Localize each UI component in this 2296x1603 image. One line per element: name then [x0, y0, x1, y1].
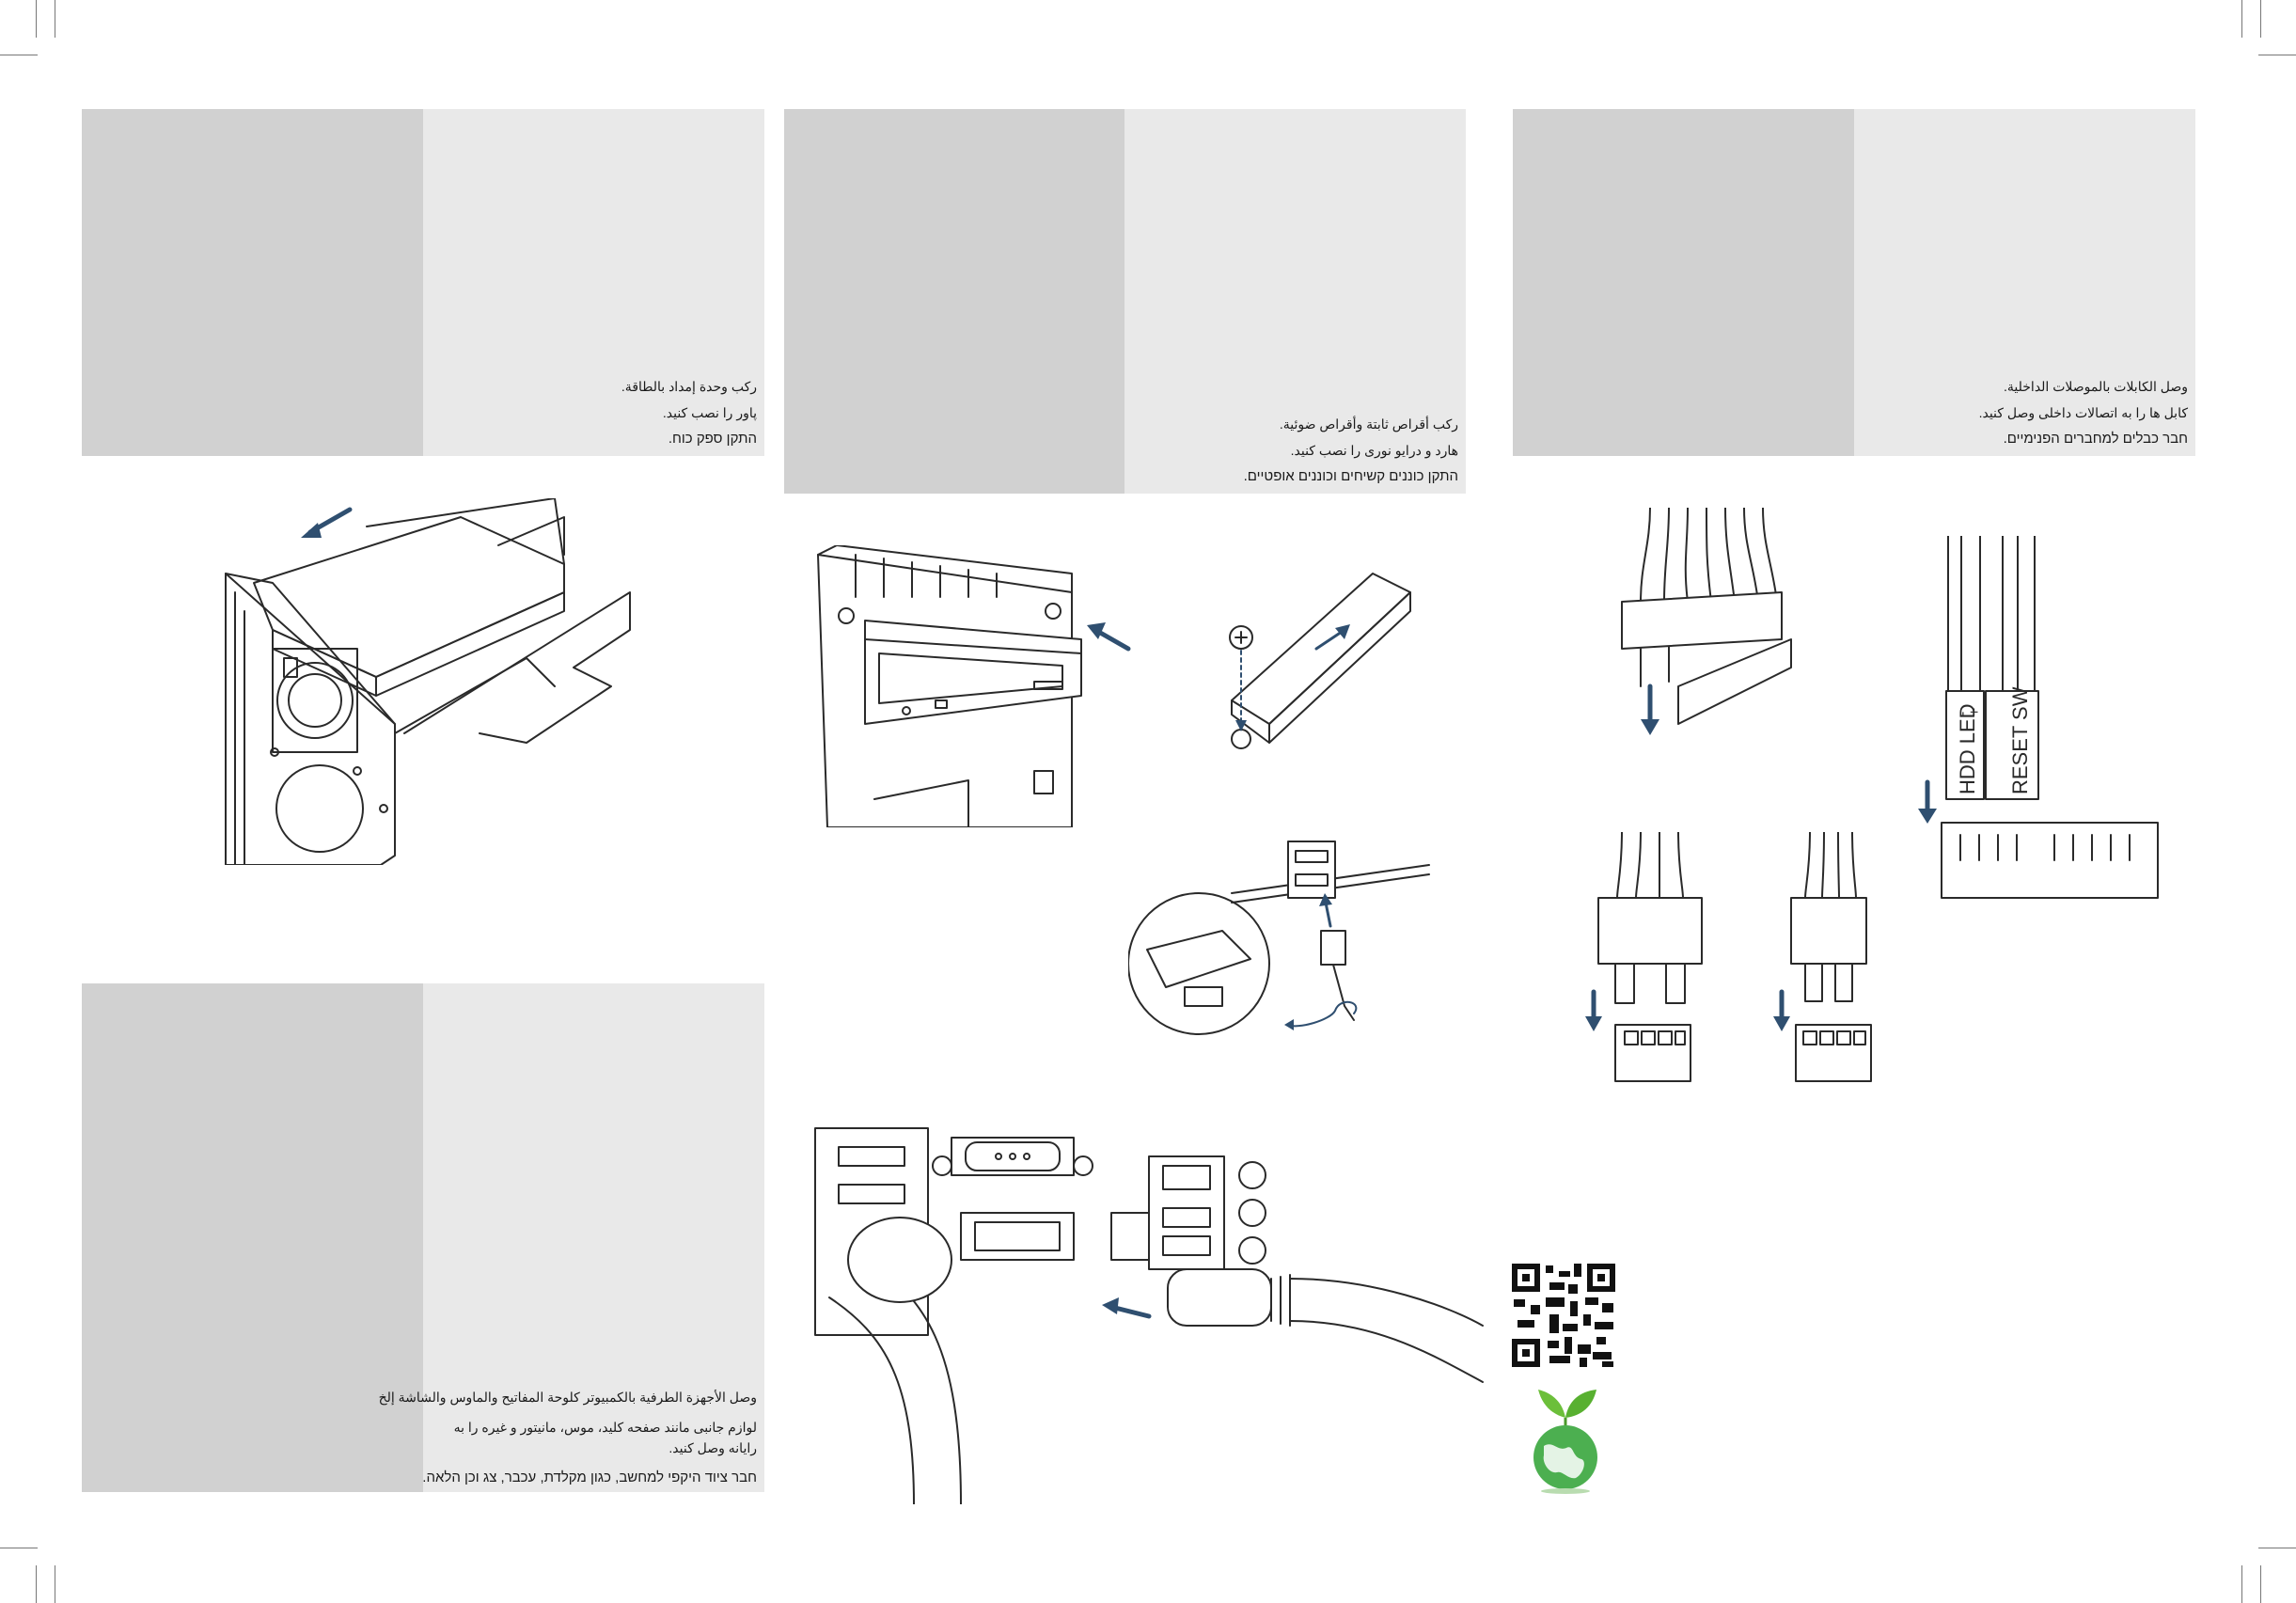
m2-ssd-illustration — [1213, 564, 1448, 752]
rear-io-illustration — [810, 1119, 1487, 1504]
panel-connect-cables: وصل الكابلات بالموصلات الداخلية. کابل ها… — [1513, 109, 2195, 456]
instruction-line-fa: پاور را نصب کنید. — [662, 405, 757, 420]
cpu-4pin-illustration — [1768, 832, 1890, 1086]
instruction-line-ar: ركب أقراص ثابتة وأقراص ضوئية. — [1279, 416, 1458, 432]
crop-mark — [36, 1565, 37, 1603]
instruction-line-fa: هارد و درایو نوری را نصب کنید. — [1290, 443, 1458, 458]
cpu-8pin-illustration — [1580, 832, 1711, 1086]
instruction-text: وصل الأجهزة الطرفية بالكمبيوتر كلوحة الم… — [379, 1387, 757, 1488]
front-panel-header-illustration: HDD LED RESET SW - + — [1909, 536, 2172, 903]
instruction-line-ar: ركب وحدة إمداد بالطاقة. — [621, 379, 757, 394]
reset-sw-label: RESET SW — [2008, 686, 2032, 794]
crop-mark — [2260, 0, 2261, 38]
crop-mark — [36, 0, 37, 38]
instruction-line-fa: لوازم جانبی مانند صفحه کلید، موس، مانیتو… — [453, 1420, 757, 1435]
minus-label: - — [1955, 712, 1971, 716]
panel-image-area — [82, 109, 423, 456]
instruction-text: ركب أقراص ثابتة وأقراص ضوئية. هارد و درا… — [1244, 411, 1458, 490]
atx-24pin-illustration — [1612, 508, 1801, 771]
instruction-line-fa-2: رایانه وصل کنید. — [668, 1440, 757, 1455]
psu-install-illustration — [216, 498, 649, 865]
crop-mark — [2241, 1565, 2242, 1603]
panel-text-area: ركب وحدة إمداد بالطاقة. پاور را نصب کنید… — [423, 109, 764, 456]
optical-drive-illustration — [809, 545, 1138, 827]
panel-connect-peripherals: وصل الأجهزة الطرفية بالكمبيوتر كلوحة الم… — [82, 983, 764, 1492]
panel-install-drives: ركب أقراص ثابتة وأقراص ضوئية. هارد و درا… — [784, 109, 1466, 494]
panel-install-psu: ركب وحدة إمداد بالطاقة. پاور را نصب کنید… — [82, 109, 764, 456]
crop-mark — [2241, 0, 2242, 38]
instruction-line-he: חבר כבלים למחברים הפנימיים. — [2003, 431, 2188, 447]
panel-text-area: وصل الأجهزة الطرفية بالكمبيوتر كلوحة الم… — [379, 983, 764, 1492]
instruction-line-ar: وصل الأجهزة الطرفية بالكمبيوتر كلوحة الم… — [378, 1390, 757, 1405]
hdd-led-label: HDD LED — [1956, 703, 1979, 794]
crop-mark — [2260, 1565, 2261, 1603]
instruction-line-ar: وصل الكابلات بالموصلات الداخلية. — [2004, 379, 2188, 394]
instruction-text: ركب وحدة إمداد بالطاقة. پاور را نصب کنید… — [621, 373, 757, 452]
eco-globe-icon — [1525, 1384, 1606, 1495]
instruction-line-he: חבר ציוד היקפי למחשב, כגון מקלדת, עכבר, … — [422, 1469, 757, 1485]
qr-code[interactable] — [1512, 1264, 1615, 1367]
instruction-text: وصل الكابلات بالموصلات الداخلية. کابل ها… — [1979, 373, 2188, 452]
sata-hdd-illustration — [1128, 837, 1439, 1044]
panel-text-area: ركب أقراص ثابتة وأقراص ضوئية. هارد و درا… — [1124, 109, 1466, 494]
panel-image-area — [82, 983, 423, 1492]
panel-image-area — [784, 109, 1124, 494]
instruction-line-he: התקן כוננים קשיחים וכוננים אופטיים. — [1243, 468, 1458, 484]
plus-label: + — [1967, 708, 1983, 716]
instruction-line-he: התקן ספק כוח. — [668, 431, 757, 447]
instruction-line-fa: کابل ها را به اتصالات داخلی وصل کنید. — [1978, 405, 2188, 420]
panel-image-area — [1513, 109, 1854, 456]
panel-text-area: وصل الكابلات بالموصلات الداخلية. کابل ها… — [1854, 109, 2195, 456]
